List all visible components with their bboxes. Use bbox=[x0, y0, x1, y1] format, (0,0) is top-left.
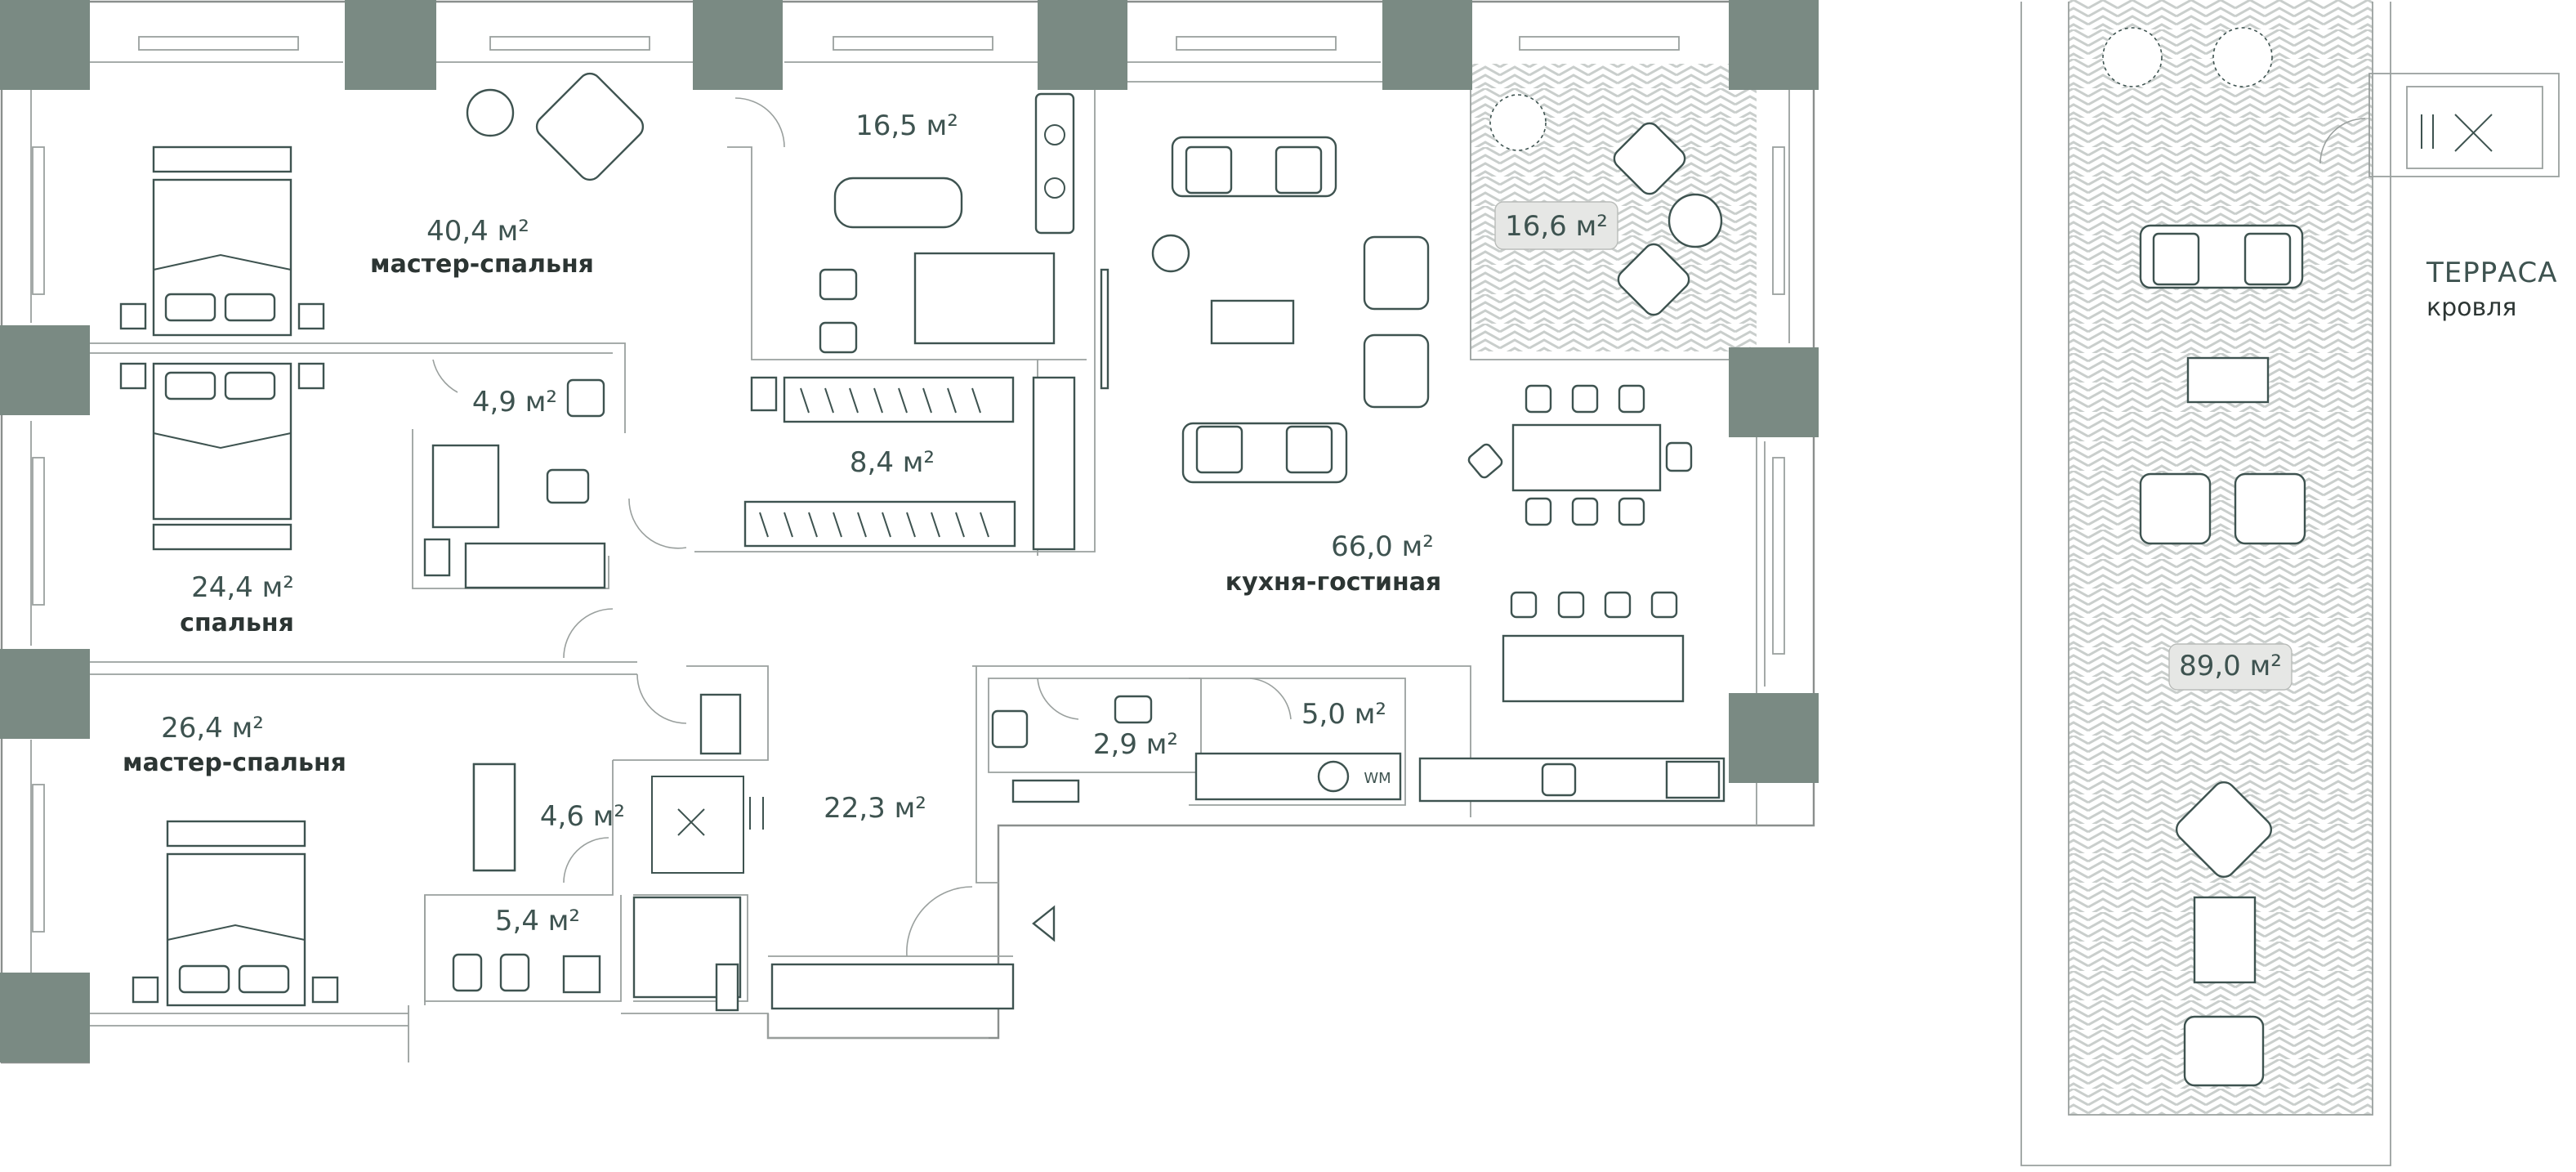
balcony-furniture bbox=[1489, 94, 1723, 316]
bathroom-1-fixtures bbox=[750, 92, 1075, 412]
bed-2 bbox=[119, 362, 325, 551]
terrace-subtitle: кровля bbox=[2426, 293, 2516, 322]
room-area-dressing2: 4,6 м² bbox=[540, 800, 625, 833]
room-area-bath1: 16,5 м² bbox=[855, 110, 958, 142]
plant-icon bbox=[1489, 94, 1547, 151]
washer-label: WM bbox=[1364, 770, 1391, 787]
room-area-hall: 22,3 м² bbox=[824, 792, 926, 825]
room-area-master1: 40,4 м² bbox=[426, 215, 529, 248]
terrace bbox=[2020, 2, 2560, 1166]
room-area-laundry: 5,0 м² bbox=[1301, 698, 1386, 731]
room-name-master1: мастер-спальня bbox=[370, 250, 594, 279]
room-area-terrace: 89,0 м² bbox=[2179, 650, 2282, 682]
room-name-bedroom: спальня bbox=[180, 609, 294, 637]
kitchen-dining bbox=[1418, 384, 1726, 803]
terrace-title: ТЕРРАСА bbox=[2426, 257, 2558, 289]
doors bbox=[432, 97, 2366, 957]
room-name-living: кухня-гостиная bbox=[1225, 568, 1441, 597]
columns bbox=[0, 0, 1819, 1062]
room-area-bath2: 5,4 м² bbox=[495, 905, 580, 937]
room-labels: 40,4 м² мастер-спальня 16,5 м² 16,6 м² 4… bbox=[123, 110, 2282, 937]
wc-1-fixtures bbox=[423, 378, 605, 577]
elevator-shaft-icon bbox=[651, 776, 764, 874]
wc-2-laundry: WM bbox=[991, 695, 1402, 803]
room-area-wc1: 4,9 м² bbox=[472, 386, 557, 418]
room-area-balcony: 16,6 м² bbox=[1505, 210, 1608, 243]
room-name-master2: мастер-спальня bbox=[123, 749, 346, 777]
master-bed-1 bbox=[119, 72, 645, 337]
entrance-arrow-icon[interactable] bbox=[1032, 905, 1056, 942]
room-area-master2: 26,4 м² bbox=[161, 712, 264, 745]
room-area-dressing1: 8,4 м² bbox=[850, 446, 935, 479]
master-bed-3 bbox=[132, 820, 339, 1007]
living-furniture bbox=[1100, 136, 1430, 484]
room-area-wc2: 2,9 м² bbox=[1093, 728, 1178, 761]
room-area-living: 66,0 м² bbox=[1331, 530, 1434, 563]
room-area-bedroom: 24,4 м² bbox=[191, 571, 294, 604]
bath-2-fixtures bbox=[452, 693, 742, 1012]
